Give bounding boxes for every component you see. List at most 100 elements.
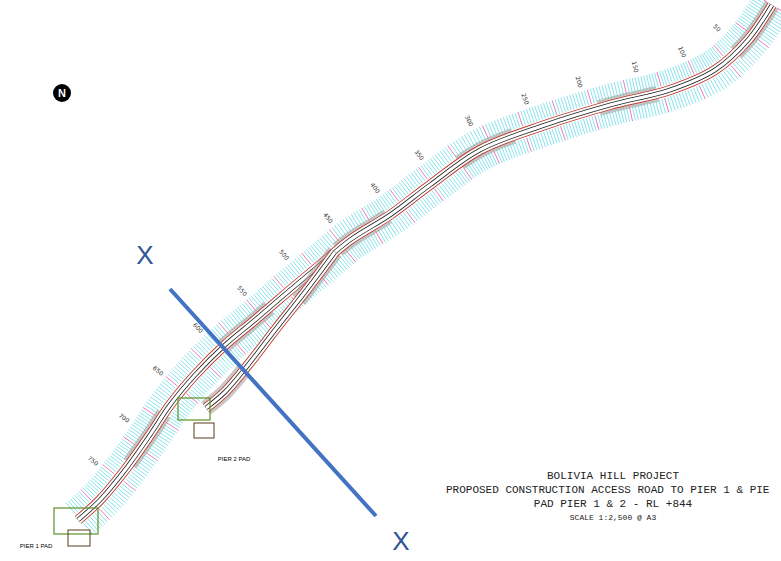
hatch-tick	[381, 228, 389, 241]
hatch-tick	[468, 164, 476, 176]
hatch-tick	[354, 212, 362, 225]
hatch-tick	[710, 80, 717, 93]
hatch-tick	[396, 218, 405, 230]
title-block-text: PROPOSED CONSTRUCTION ACCESS ROAD TO PIE…	[446, 485, 769, 496]
hatch-tick	[473, 161, 481, 174]
hatch-tick	[430, 159, 439, 171]
title-block-heading: BOLIVIA HILL PROJECT	[547, 471, 679, 482]
hatch-tick	[335, 225, 344, 237]
hatch-tick	[691, 89, 697, 103]
hatch-tick	[340, 221, 349, 233]
hatch-tick	[416, 169, 425, 181]
pier-2-pad-outline	[178, 398, 210, 420]
hatch-tick	[751, 46, 762, 56]
hatch-tick	[135, 420, 147, 428]
hatch-tick	[248, 334, 257, 346]
hatch-tick	[494, 120, 499, 134]
chainage-number: 400	[369, 181, 381, 194]
hatch-tick	[475, 159, 483, 172]
hatch-tick	[641, 76, 644, 91]
hatch-tick	[454, 175, 463, 187]
hatch-tick	[745, 53, 756, 63]
hatch-tick	[493, 150, 499, 164]
hatch-tick	[133, 422, 145, 430]
hatch-tick	[482, 125, 488, 139]
hatch-tick	[158, 386, 170, 395]
hatch-tick	[404, 213, 413, 225]
hatch-tick	[285, 266, 295, 278]
hatch-tick	[128, 429, 140, 438]
chainage-number: 150	[630, 61, 638, 73]
hatch-tick	[644, 103, 647, 118]
hatch-tick	[125, 434, 137, 443]
chainage-number: 350	[413, 148, 425, 161]
hatch-tick	[145, 452, 157, 461]
hatch-tick	[108, 500, 119, 510]
hatch-tick	[496, 149, 502, 163]
access-road	[78, 5, 772, 520]
chainage-number: 200	[574, 75, 583, 88]
hatch-tick	[267, 282, 277, 293]
hatch-tick	[112, 495, 123, 505]
hatch-tick	[262, 286, 272, 297]
hatch-tick	[276, 274, 286, 285]
hatch-tick	[749, 48, 760, 58]
hatch-tick	[274, 276, 284, 287]
hatch-tick	[678, 65, 683, 79]
hatch-tick	[131, 472, 143, 481]
hatch-tick	[444, 182, 453, 194]
hatch-tick	[161, 430, 174, 438]
hatch-tick	[90, 517, 100, 528]
hatch-tick	[746, 6, 759, 14]
hatch-tick	[113, 451, 125, 460]
hatch-tick	[168, 374, 179, 384]
hatch-tick	[708, 81, 715, 94]
hatch-tick	[456, 140, 464, 153]
hatch-tick	[438, 153, 447, 165]
hatch-tick	[116, 491, 128, 501]
hatch-tick	[142, 457, 154, 466]
north-symbol	[53, 84, 71, 102]
hatch-tick	[499, 148, 505, 162]
hatch-tick	[135, 467, 147, 476]
hatch-tick	[453, 142, 461, 154]
road-stroke	[206, 252, 335, 408]
hatch-tick	[500, 118, 505, 132]
hatch-tick	[269, 280, 279, 291]
hatch-tick	[359, 209, 367, 222]
hatch-tick	[373, 233, 381, 246]
hatch-tick	[152, 442, 164, 451]
hatch-tick	[367, 205, 375, 218]
chainage-number: 500	[278, 248, 290, 261]
hatch-tick	[317, 240, 327, 251]
hatch-tick	[138, 462, 150, 471]
hatch-tick	[418, 202, 427, 214]
hatch-tick	[688, 61, 694, 75]
hatch-tick	[154, 440, 166, 449]
hatch-tick	[662, 99, 666, 113]
hatch-tick	[742, 55, 753, 66]
hatch-tick	[322, 236, 332, 247]
hatch-tick	[762, 31, 774, 40]
hatch-tick	[104, 505, 115, 515]
hatch-tick	[86, 521, 96, 532]
hatch-tick	[106, 460, 118, 469]
hatch-tick	[140, 460, 152, 469]
hatch-tick	[104, 462, 116, 471]
hatch-tick	[447, 180, 456, 192]
hatch-tick	[180, 360, 191, 370]
hatch-tick	[252, 330, 261, 342]
hatch-tick	[228, 315, 237, 327]
hatch-tick	[169, 417, 181, 425]
hatch-tick	[399, 216, 408, 228]
road-stroke	[78, 5, 772, 520]
hatch-tick	[369, 203, 377, 216]
hatch-tick	[283, 268, 293, 280]
hatch-tick	[292, 261, 302, 273]
hatch-tick	[115, 449, 127, 458]
hatch-tick	[629, 79, 632, 94]
hatch-tick	[176, 365, 187, 375]
hatch-tick	[95, 513, 105, 524]
hatch-tick	[700, 55, 708, 68]
hatch-tick	[178, 362, 189, 372]
